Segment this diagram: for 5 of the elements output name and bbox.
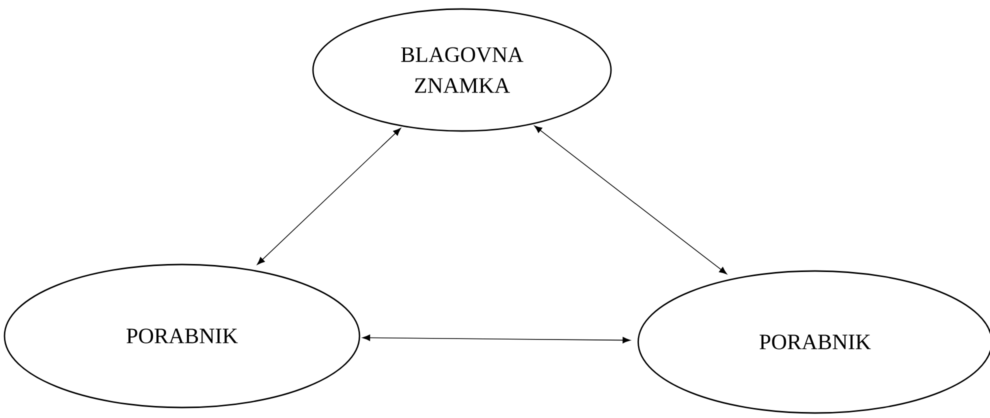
- arrow: [257, 128, 401, 265]
- ellipse-node: PORABNIK: [4, 264, 360, 408]
- arrow: [362, 334, 630, 344]
- arrow: [534, 126, 727, 274]
- ellipse-node: BLAGOVNA ZNAMKA: [312, 8, 612, 132]
